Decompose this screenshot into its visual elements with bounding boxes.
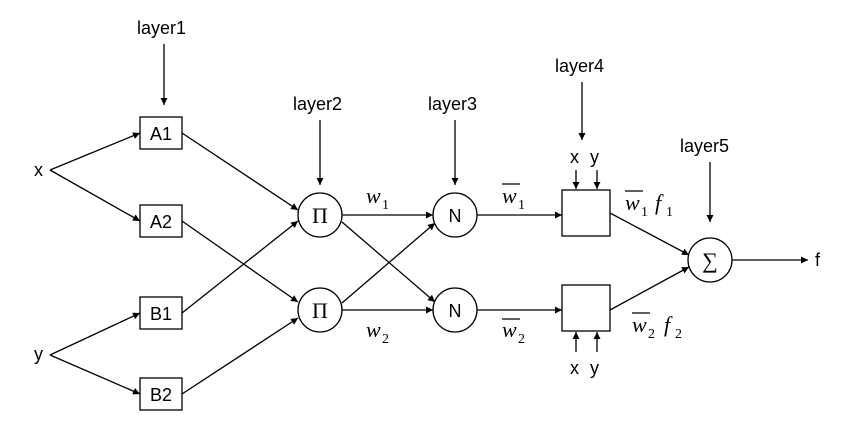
output-f-label: f [815, 250, 821, 270]
node-pi-1-symbol: Π [312, 203, 328, 228]
normalized-weight-w2: w 2 [502, 317, 525, 347]
edge-a2-pi2 [181, 220, 299, 303]
layer5-label: layer5 [680, 136, 729, 156]
weighted-output-w1f1-w: w [625, 190, 640, 215]
node-n-2: N [432, 287, 478, 333]
weighted-output-w1f1-wsub: 1 [641, 205, 648, 220]
edge-pi2-n1 [341, 222, 436, 304]
weighted-output-w1f1-fsub: 1 [666, 205, 673, 220]
edge-y-b2 [49, 354, 141, 395]
edge-x-a2 [49, 169, 141, 222]
node-pi-1: Π [297, 192, 343, 238]
edge-x-a1 [49, 132, 141, 171]
node-pi-2-symbol: Π [312, 298, 328, 323]
layer2-label: layer2 [293, 94, 342, 114]
edge-b2-pi2 [181, 317, 299, 395]
edge-y-b1 [49, 312, 141, 356]
node-sum: ∑ [687, 237, 733, 283]
node-n-1: N [432, 192, 478, 238]
weight-w1: w 1 [366, 183, 389, 213]
layer4-label: layer4 [555, 56, 604, 76]
normalized-weight-w1-base: w [502, 183, 517, 208]
weight-w1-sub: 1 [382, 198, 389, 213]
weight-w2: w 2 [366, 317, 389, 347]
weighted-output-w1f1: w 1 f 1 [625, 190, 673, 220]
normalized-weight-w1: w 1 [502, 183, 525, 213]
edge-pi1-n2 [341, 221, 436, 303]
weighted-output-w2f2-wsub: 2 [648, 327, 655, 342]
layer4-bottom-y-label: y [590, 358, 599, 378]
layer4-bottom-x-label: x [570, 358, 579, 378]
edge-l4top-sum [609, 212, 690, 256]
input-y-label: y [34, 344, 43, 364]
weighted-output-w2f2: w 2 f 2 [632, 312, 682, 342]
weighted-output-w1f1-f: f [655, 190, 664, 215]
edge-b1-pi1 [181, 220, 299, 314]
layer4-top-x-label: x [570, 147, 579, 167]
node-a1-label: A1 [150, 124, 172, 144]
node-a1: A1 [139, 116, 183, 150]
node-layer4-bottom [561, 284, 611, 332]
node-b2: B2 [139, 377, 183, 411]
weight-w2-sub: 2 [382, 332, 389, 347]
node-b1: B1 [139, 296, 183, 330]
node-a2: A2 [139, 204, 183, 238]
node-layer4-top [561, 189, 611, 237]
edge-a1-pi1 [181, 132, 299, 211]
node-a2-label: A2 [150, 212, 172, 232]
layer4-top-y-label: y [590, 147, 599, 167]
weight-w1-base: w [366, 183, 381, 208]
weighted-output-w2f2-fsub: 2 [675, 327, 682, 342]
node-pi-2: Π [297, 287, 343, 333]
weight-w2-base: w [366, 317, 381, 342]
node-b1-label: B1 [150, 304, 172, 324]
node-sum-symbol: ∑ [702, 248, 718, 273]
normalized-weight-w1-sub: 1 [518, 198, 525, 213]
normalized-weight-w2-base: w [502, 317, 517, 342]
layer3-label: layer3 [428, 94, 477, 114]
edge-l4bottom-sum [609, 266, 690, 311]
node-n-1-symbol: N [449, 206, 462, 226]
layer1-label: layer1 [137, 18, 186, 38]
weighted-output-w2f2-f: f [664, 312, 673, 337]
normalized-weight-w2-sub: 2 [518, 332, 525, 347]
input-x-label: x [34, 160, 43, 180]
node-b2-label: B2 [150, 385, 172, 405]
node-n-2-symbol: N [449, 301, 462, 321]
weighted-output-w2f2-w: w [632, 312, 647, 337]
